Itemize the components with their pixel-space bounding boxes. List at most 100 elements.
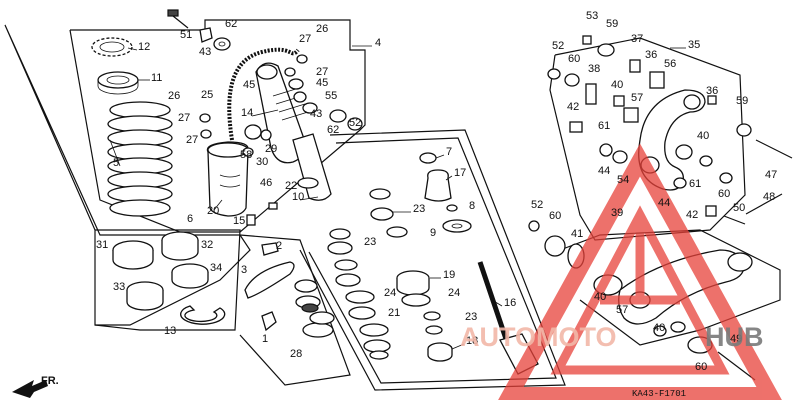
callout-c16: 16 xyxy=(504,297,516,309)
callout-c59a: 59 xyxy=(606,18,618,30)
callout-c60b: 60 xyxy=(718,188,730,200)
adjuster-nut-icon xyxy=(97,71,139,95)
callout-c60d: 60 xyxy=(695,361,707,373)
callout-c19: 19 xyxy=(443,269,455,281)
callout-c45b: 45 xyxy=(316,77,328,89)
front-direction-icon xyxy=(12,380,48,398)
callout-c41: 41 xyxy=(571,228,583,240)
callout-c43a: 43 xyxy=(199,46,211,58)
callout-c31: 31 xyxy=(96,239,108,251)
callout-c37: 37 xyxy=(631,33,643,45)
callout-c36b: 36 xyxy=(706,85,718,97)
callout-c58: 58 xyxy=(240,149,252,161)
callout-c62a: 62 xyxy=(225,18,237,30)
callout-c11: 11 xyxy=(151,72,162,84)
callout-c4: 4 xyxy=(375,37,381,49)
frame-outlines xyxy=(4,19,781,391)
callout-c24b: 24 xyxy=(448,287,460,299)
callout-c15: 15 xyxy=(233,215,245,227)
callout-c2: 2 xyxy=(276,240,282,252)
lock-nut-icon xyxy=(91,37,133,57)
bolt-icon xyxy=(167,9,213,43)
callout-c44b: 44 xyxy=(658,197,670,209)
callout-c42b: 42 xyxy=(686,209,698,221)
clip-icon xyxy=(246,202,278,226)
callout-c61a: 61 xyxy=(598,120,610,132)
callout-c24a: 24 xyxy=(384,287,396,299)
callout-c53: 53 xyxy=(586,10,598,22)
callout-c55: 55 xyxy=(325,90,337,102)
callout-c13: 13 xyxy=(164,325,176,337)
callout-c21: 21 xyxy=(388,307,400,319)
seal-kit-icon xyxy=(112,231,226,325)
callout-c14: 14 xyxy=(241,107,253,119)
outline-link-group xyxy=(559,229,781,346)
callout-c30: 30 xyxy=(256,156,268,168)
callout-c57b: 57 xyxy=(616,304,628,316)
callout-c3: 3 xyxy=(241,264,247,276)
callout-c62b: 62 xyxy=(327,124,339,136)
long-bolt-icon xyxy=(717,139,793,381)
callout-c54: 54 xyxy=(617,174,629,186)
outline-damper-inner xyxy=(308,137,557,384)
callout-c27a: 27 xyxy=(299,33,311,45)
callout-c47: 47 xyxy=(765,169,777,181)
callout-c17: 17 xyxy=(454,167,466,179)
leader-lines xyxy=(109,45,686,350)
outline-damper-kit xyxy=(299,129,566,391)
callout-c43b: 43 xyxy=(310,108,322,120)
callout-c32: 32 xyxy=(201,239,213,251)
outline-seal-kit xyxy=(94,229,241,331)
watermark-logo xyxy=(498,143,782,400)
link-arm-icon xyxy=(244,242,335,338)
callout-c52a: 52 xyxy=(552,40,564,52)
callout-c34: 34 xyxy=(210,262,222,274)
watermark-text-secondary: HUB xyxy=(705,322,764,352)
callout-c35: 35 xyxy=(688,39,700,51)
callout-c23c: 23 xyxy=(465,311,477,323)
callout-c44a: 44 xyxy=(598,165,610,177)
callout-c52c: 52 xyxy=(531,199,543,211)
callout-c39: 39 xyxy=(611,207,623,219)
callout-c29: 29 xyxy=(265,143,277,155)
callout-c51: 51 xyxy=(180,29,192,41)
reservoir-icon xyxy=(206,141,249,217)
callout-c12: 12 xyxy=(138,41,150,53)
callout-c26b: 26 xyxy=(168,90,180,102)
callout-c6: 6 xyxy=(187,213,193,225)
callout-c8: 8 xyxy=(469,200,475,212)
callout-c40d: 40 xyxy=(653,322,665,334)
callout-c33: 33 xyxy=(113,281,125,293)
callout-c27b: 27 xyxy=(316,66,328,78)
callout-c46: 46 xyxy=(260,177,272,189)
callout-c56: 56 xyxy=(664,58,676,70)
callout-c60c: 60 xyxy=(549,210,561,222)
callout-c45a: 45 xyxy=(243,79,255,91)
callout-c59b: 59 xyxy=(736,95,748,107)
arm-hardware-icon xyxy=(528,35,752,232)
direction-label: FR. xyxy=(41,375,59,387)
callout-c50: 50 xyxy=(733,202,745,214)
callout-c38: 38 xyxy=(588,63,600,75)
callout-c52b: 52 xyxy=(349,117,361,129)
callout-c60a: 60 xyxy=(568,53,580,65)
callout-c48: 48 xyxy=(763,191,775,203)
callout-c5: 5 xyxy=(113,157,119,169)
watermark-text-primary: AUTOMOTO xyxy=(460,322,617,352)
callout-c27d: 27 xyxy=(186,134,198,146)
callout-c57a: 57 xyxy=(631,92,643,104)
callout-c23a: 23 xyxy=(413,203,425,215)
outline-left-link xyxy=(239,234,351,386)
callout-c20: 20 xyxy=(207,205,219,217)
callout-c28: 28 xyxy=(290,348,302,360)
callout-c1: 1 xyxy=(262,333,268,345)
callout-c23b: 23 xyxy=(364,236,376,248)
callout-c9: 9 xyxy=(430,227,436,239)
callout-c36a: 36 xyxy=(645,49,657,61)
callout-c22: 22 xyxy=(285,180,297,192)
outline-spring-group xyxy=(69,19,366,233)
outline-arm-group xyxy=(549,37,746,241)
washer-icon xyxy=(199,37,363,157)
